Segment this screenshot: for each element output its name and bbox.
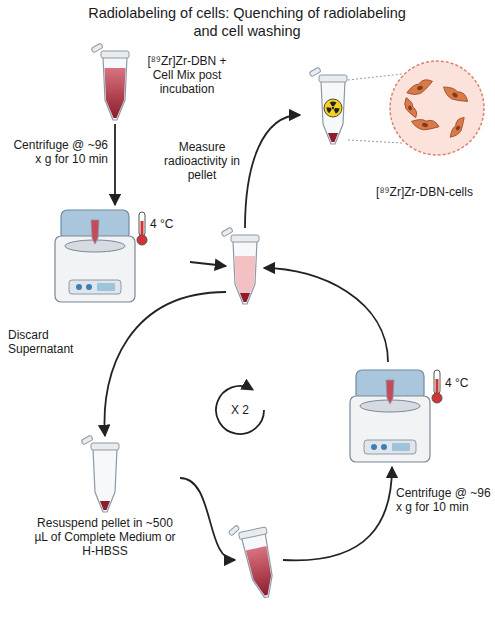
tube-cap — [231, 235, 259, 242]
tube-body — [103, 57, 127, 120]
panel-button — [371, 444, 377, 450]
radiation-center — [332, 107, 334, 109]
flow-arrow — [114, 124, 116, 205]
centrifuge-tube — [91, 220, 99, 244]
node-text: Resuspend pellet in ~500 µL of Complete … — [30, 516, 180, 558]
cell — [410, 116, 440, 134]
radiation-symbol — [324, 99, 342, 117]
cell — [402, 96, 418, 120]
edge-label: Centrifuge @ ~96 x g for 10 min — [8, 138, 108, 166]
thermometer-icon — [432, 370, 442, 403]
centrifuge-icon — [55, 210, 135, 302]
labeled-cells-tube-icon — [309, 67, 347, 144]
inset-circle — [390, 61, 484, 155]
centrifuge-icon — [350, 370, 430, 462]
resuspended-tube — [235, 518, 283, 600]
tube-body — [242, 533, 279, 600]
centrifuge-body — [350, 396, 430, 462]
tube-cap — [238, 527, 267, 540]
cells-inset — [390, 61, 484, 155]
edge-label: Measure radioactivity in pellet — [163, 140, 241, 182]
control-panel — [364, 440, 416, 454]
labeled-cells: [⁸⁹Zr]Zr-DBN-cells — [300, 55, 490, 205]
centrifuge: 4 °C — [345, 362, 490, 467]
thermometer-bulb — [137, 235, 147, 245]
pellet-tube-icon — [221, 227, 259, 304]
panel-button — [76, 284, 82, 290]
flow-arrow — [264, 268, 388, 362]
leader-line — [348, 140, 402, 143]
tube-body — [233, 241, 257, 304]
cell — [446, 115, 469, 139]
thermometer-icon — [137, 212, 147, 245]
tube-lid — [91, 43, 103, 53]
cell — [441, 82, 470, 107]
node-text: 4 °C — [445, 376, 489, 390]
edge-label: Discard Supernatant — [8, 328, 93, 356]
centrifuge-body — [55, 236, 135, 302]
flow-arrow — [180, 478, 235, 560]
tube-body — [321, 81, 345, 144]
supernatant — [235, 256, 256, 302]
flow-arrow — [190, 262, 226, 266]
diagram-title: Radiolabeling of cells: Quenching of rad… — [82, 4, 412, 40]
radiation-trefoil — [327, 102, 338, 113]
panel-display — [97, 283, 115, 291]
sample-tube-icon — [91, 43, 129, 120]
centrifuge-tube — [386, 380, 394, 404]
resuspended-tube-icon — [227, 519, 280, 602]
tube-lid — [228, 525, 240, 536]
node-text: 4 °C — [150, 217, 190, 231]
repeat-count: X 2 — [220, 403, 260, 417]
pellet-tube — [226, 228, 264, 308]
cell-pellet — [328, 133, 338, 142]
repeat-arrow — [216, 386, 264, 434]
edge-label: Centrifuge @ ~96 x g for 10 min — [396, 486, 494, 514]
tube-lid — [81, 435, 93, 445]
tube-cap — [319, 75, 347, 82]
tube-lid — [309, 67, 321, 77]
flow-arrow — [245, 115, 300, 228]
washed-pellet-tube-icon — [81, 435, 119, 512]
tube-liquid — [105, 68, 126, 118]
node-text: [⁸⁹Zr]Zr-DBN + Cell Mix post incubation — [137, 54, 237, 96]
tube-cap — [101, 51, 129, 58]
tube-liquid — [246, 546, 277, 597]
sample-tube: [⁸⁹Zr]Zr-DBN + Cell Mix post incubation — [95, 48, 245, 124]
panel-button — [381, 444, 387, 450]
control-panel — [69, 280, 121, 294]
flow-arrow — [104, 292, 226, 436]
panel-display — [392, 443, 410, 451]
cell — [405, 77, 435, 97]
centrifuge: 4 °C — [50, 205, 190, 305]
cell-pellet — [100, 501, 110, 510]
node-text: [⁸⁹Zr]Zr-DBN-cells — [362, 185, 487, 199]
panel-button — [86, 284, 92, 290]
tube-lid — [221, 227, 233, 237]
thermometer-bulb — [432, 393, 442, 403]
flow-arrow — [283, 467, 392, 560]
cell-pellet — [240, 293, 250, 302]
washed-pellet-tube: Resuspend pellet in ~500 µL of Complete … — [30, 436, 180, 581]
tube-body — [93, 449, 117, 512]
tube-cap — [91, 443, 119, 450]
leader-line — [348, 74, 402, 80]
